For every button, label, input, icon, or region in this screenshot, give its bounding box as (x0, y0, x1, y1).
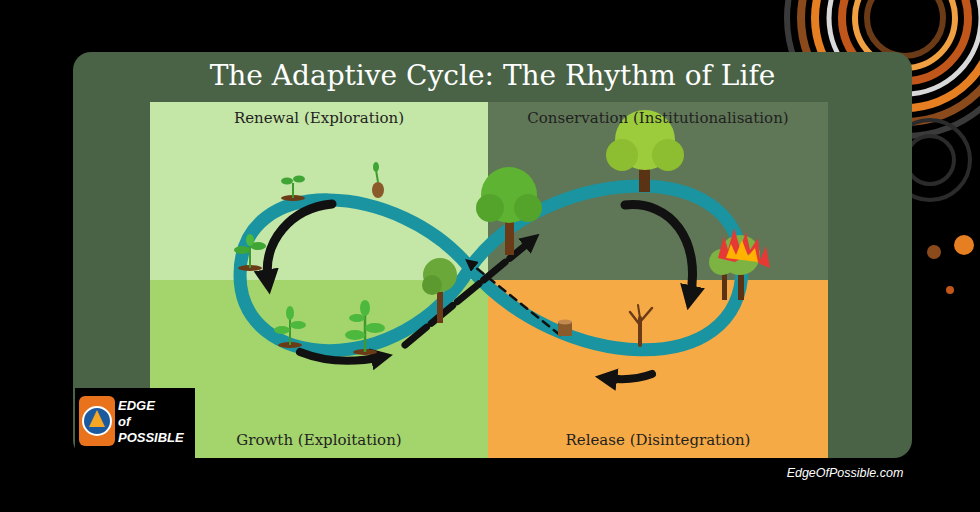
phase-label: Growth (Exploitation) (236, 430, 401, 450)
foliage (606, 139, 638, 171)
cycle-arrow (267, 204, 332, 282)
leaf (360, 300, 370, 316)
stem (364, 312, 367, 352)
mature-tree (476, 167, 542, 255)
foliage (422, 275, 442, 295)
foliage (652, 139, 684, 171)
decor-dot (946, 286, 954, 294)
logo-emblem (89, 410, 105, 427)
foliage (476, 194, 504, 222)
leaf (290, 321, 306, 329)
stump-top (558, 320, 572, 325)
seedling (281, 176, 305, 202)
phase-quadrant: Conservation (Institutionalisation) (488, 102, 828, 280)
logo-emblem (83, 407, 111, 435)
website-label: EdgeOfPossible.com (778, 460, 912, 487)
leaf (246, 234, 254, 246)
soil (278, 342, 302, 348)
soil (238, 265, 262, 271)
fire (726, 240, 758, 262)
logo-text: EDGE of POSSIBLE (118, 398, 198, 446)
cycle-arrow (300, 352, 382, 361)
leaf (286, 306, 294, 320)
panel (73, 52, 912, 458)
growing-plant (345, 300, 385, 355)
leaf (373, 162, 379, 172)
leaf (365, 323, 385, 333)
young-tree (422, 258, 457, 323)
cycle-arrows (267, 204, 692, 379)
foliage (615, 110, 675, 170)
branch (638, 305, 640, 318)
trunk (722, 272, 727, 300)
leaf (345, 330, 365, 340)
foliage (481, 167, 537, 223)
fire (718, 228, 770, 268)
trunk (505, 210, 514, 255)
stem (376, 170, 378, 182)
foliage (720, 235, 760, 275)
soil (281, 195, 305, 201)
dead-tree (630, 305, 652, 345)
phase-quadrant: Renewal (Exploration) (150, 102, 488, 280)
old-tree (606, 110, 684, 192)
foliage (514, 194, 542, 222)
cycle-arrow (470, 263, 560, 335)
acorn (372, 182, 384, 198)
diagram-title: The Adaptive Cycle: The Rhythm of Life (73, 58, 912, 94)
decor-dot (927, 245, 941, 259)
leaf (281, 178, 293, 185)
phase-quadrant: Release (Disintegration) (488, 280, 828, 458)
growing-plant (274, 306, 306, 348)
stem (292, 183, 294, 198)
phase-label: Renewal (Exploration) (234, 108, 404, 128)
small-plant (234, 234, 266, 271)
phase-quadrant: Growth (Exploitation) (150, 280, 488, 458)
leaf (349, 314, 365, 322)
decor-dot (954, 235, 974, 255)
logo-badge (79, 396, 115, 446)
stem (249, 246, 251, 268)
tree-stump (558, 320, 572, 337)
branch (640, 308, 652, 322)
leaf (293, 176, 305, 183)
branch (630, 312, 640, 325)
trunk (639, 160, 650, 192)
phase-label: Release (Disintegration) (566, 430, 751, 450)
trunk (437, 285, 443, 323)
burning-tree (709, 228, 770, 300)
phase-label: Conservation (Institutionalisation) (527, 108, 788, 128)
cycle-arrow (405, 240, 532, 345)
foliage (709, 249, 735, 275)
cycle-arrow (606, 374, 652, 379)
decor-ring (867, 0, 943, 56)
decor-ring (906, 136, 954, 184)
soil (353, 349, 377, 355)
leaf (274, 326, 290, 334)
branch (638, 318, 642, 345)
cycle-arrow (625, 205, 693, 298)
acorn-sprout (372, 162, 384, 198)
foliage (423, 258, 457, 292)
infinity-loop (240, 186, 742, 351)
stem (289, 315, 291, 345)
trunk (738, 268, 744, 300)
leaf (250, 242, 266, 250)
stump (558, 322, 572, 336)
leaf (234, 246, 250, 254)
